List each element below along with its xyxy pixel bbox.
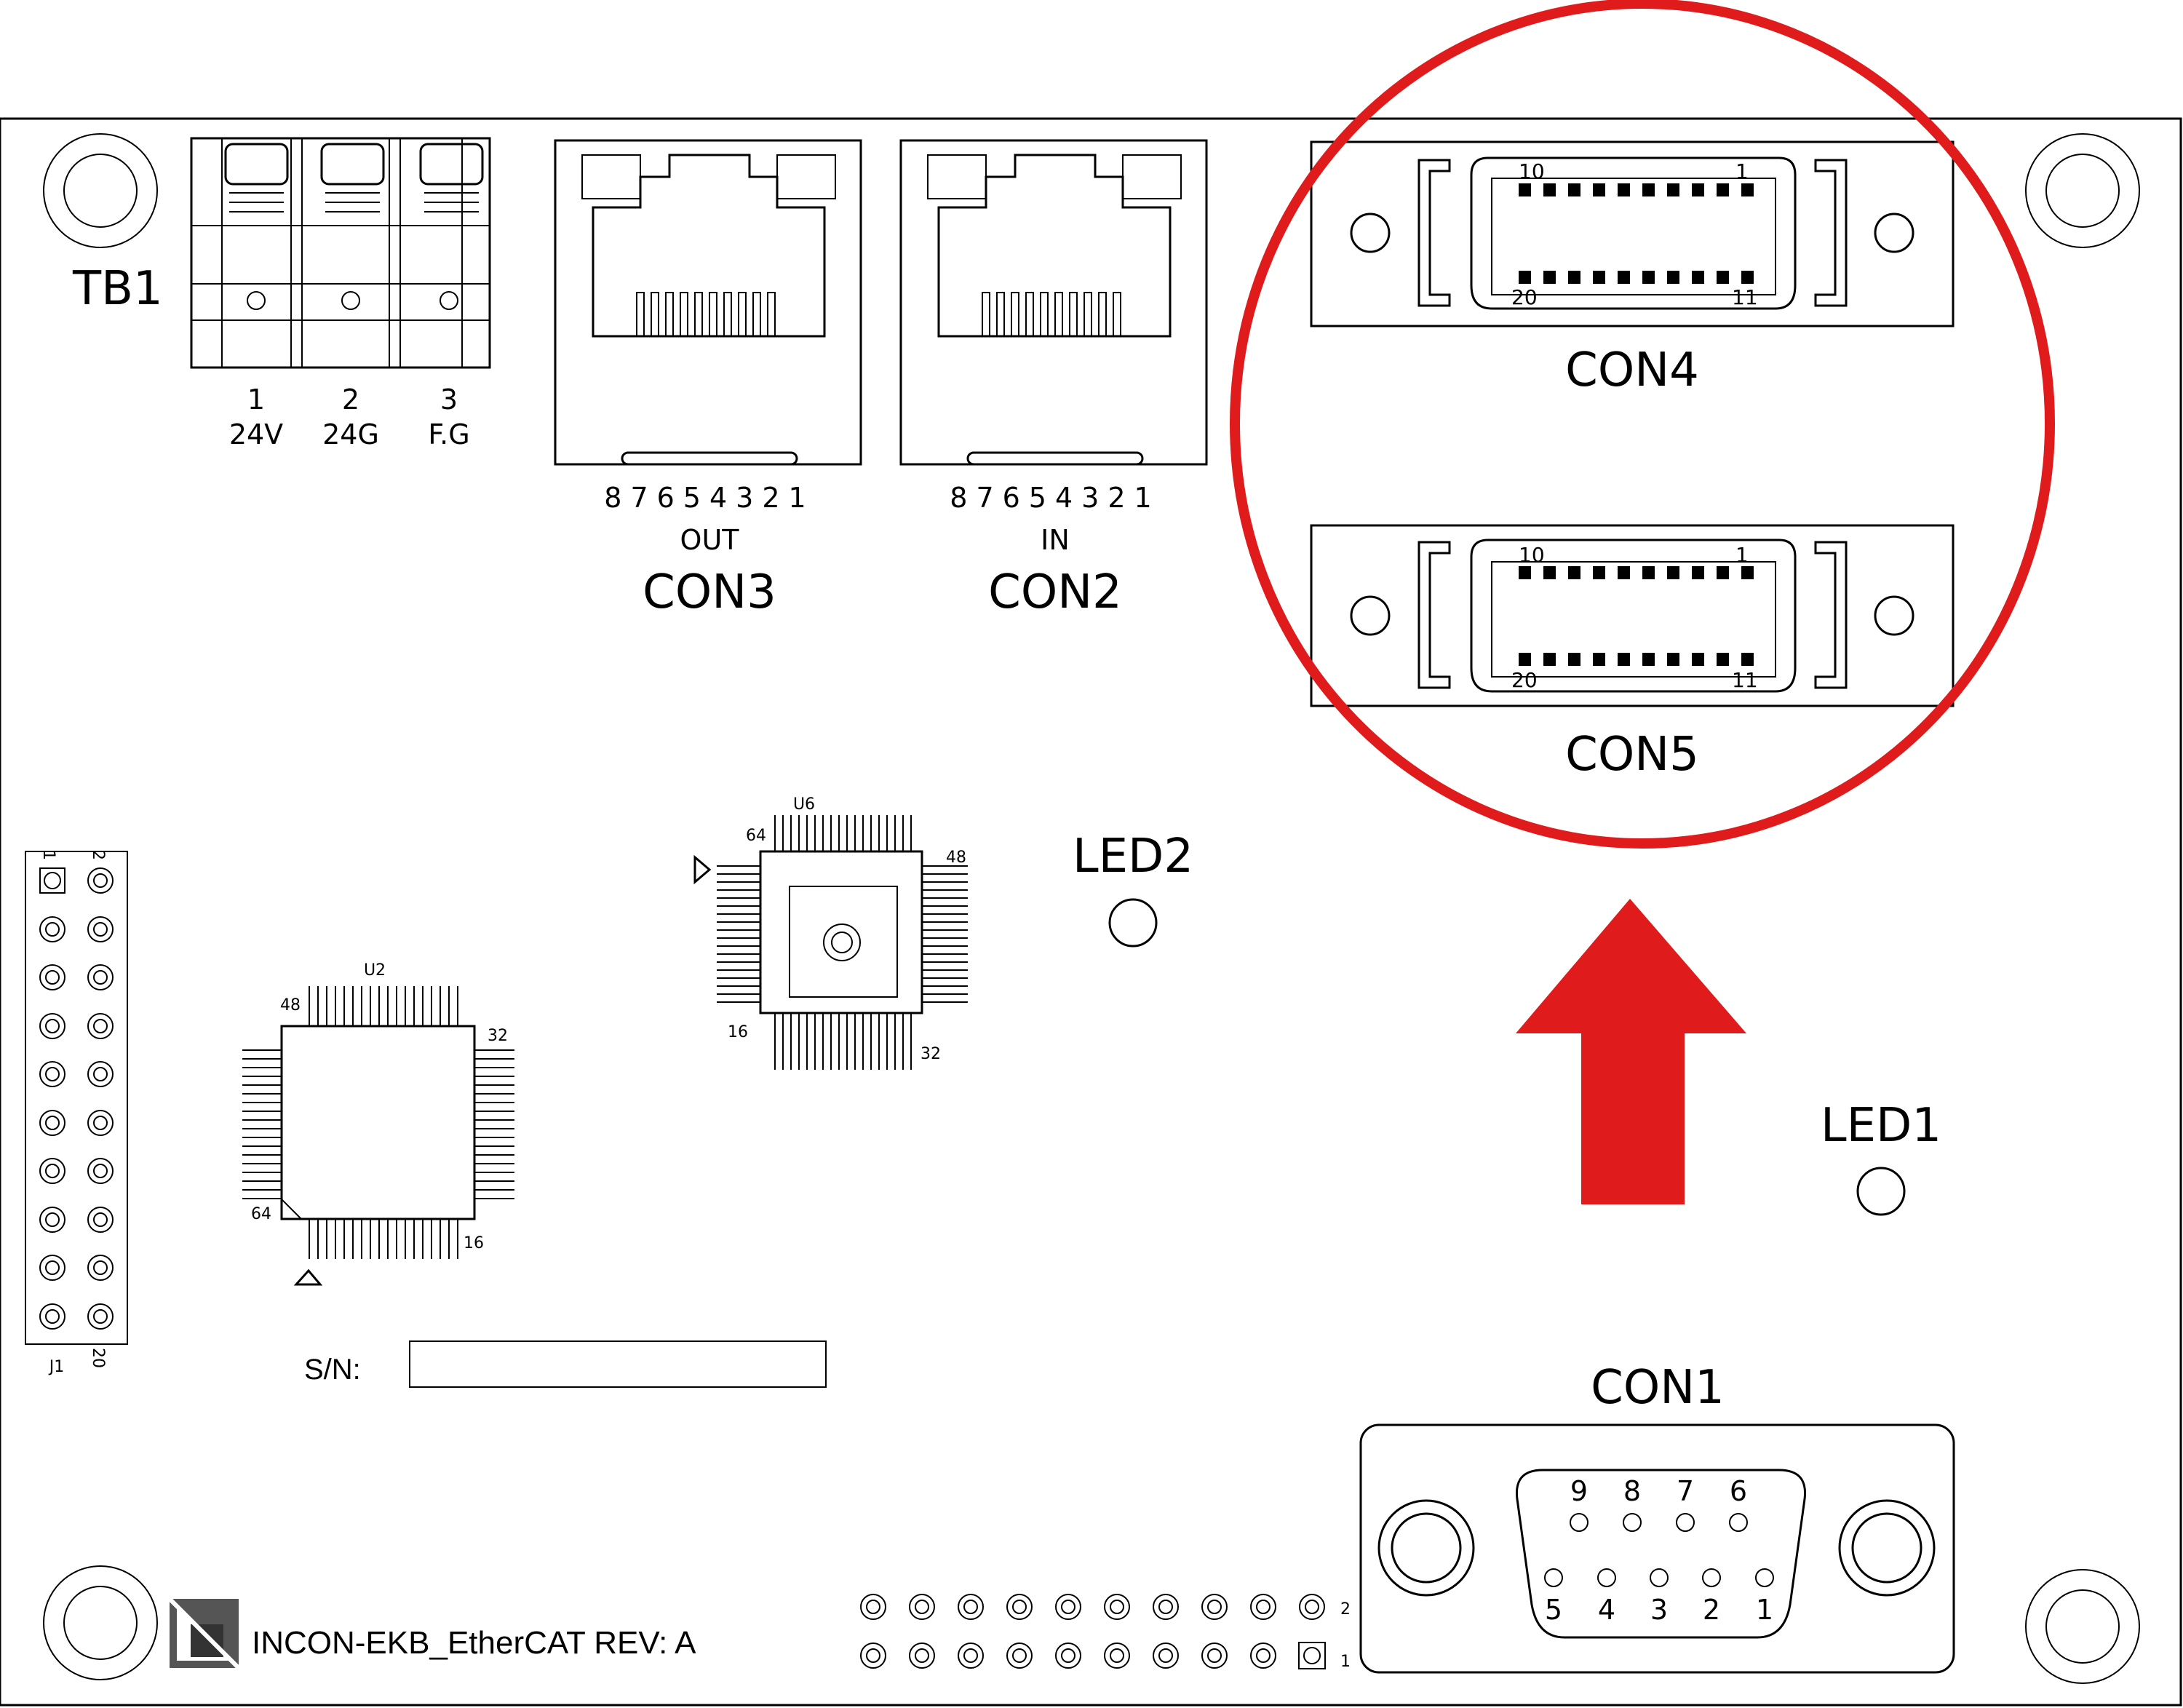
u6-pin64-label: 64 [746,827,766,845]
u2-label: U2 [364,961,386,980]
mounting-hole-bottom-left [43,1565,158,1680]
led1-indicator [1856,1167,1906,1216]
pcb-outline [0,117,2182,1707]
u6-label: U6 [793,795,815,814]
con5-pin-10-label: 10 [1519,543,1545,567]
u2-qfp-chip [242,986,514,1286]
u6-pin1-marker [693,854,712,885]
con3-label: CON3 [643,565,776,619]
tb1-pin2-label: 24G [322,418,379,450]
mounting-hole-bottom-right [2025,1569,2140,1684]
con1-pin4-label: 4 [1598,1594,1615,1626]
j1-pin1-label: 1 [39,850,57,860]
tb1-pin3-number: 3 [440,384,458,416]
con4-pin-1-label: 1 [1735,159,1749,183]
con1-pin2-label: 2 [1703,1594,1720,1626]
tb1-pin3-label: F.G [428,418,469,450]
con3-pin-numbers: 87654321 [604,482,814,514]
u2-pin48-label: 48 [280,996,301,1014]
con5-top-pin-row [1519,566,1754,579]
con5-bottom-pin-row [1519,653,1754,666]
u6-qfp-chip [693,815,968,1070]
con5-pin-1-label: 1 [1735,543,1749,567]
con4-top-pin-row [1519,183,1754,196]
bottom-header-pin2-label: 2 [1340,1600,1351,1618]
led2-indicator [1108,898,1158,948]
tb1-pin2-number: 2 [342,384,359,416]
led1-label: LED1 [1821,1099,1941,1153]
con4-pin-11-label: 11 [1732,285,1758,309]
tb1-label: TB1 [72,262,163,316]
u6-pin32-label: 32 [920,1045,941,1063]
con1-pin3-label: 3 [1650,1594,1668,1626]
j1-pin20-label: 20 [89,1348,107,1368]
serial-number-field [409,1340,827,1388]
con4-pin-10-label: 10 [1519,159,1545,183]
bottom-header-pin1-label: 1 [1340,1653,1351,1671]
con4-pin-20-label: 20 [1511,285,1538,309]
con1-pin6-label: 6 [1730,1475,1747,1507]
con5-label: CON5 [1565,728,1699,782]
con5-20pin-connector [1310,524,1955,707]
con2-pin-numbers: 87654321 [950,482,1160,514]
con4-bottom-pin-row [1519,271,1754,284]
u6-pin16-label: 16 [728,1023,748,1041]
con3-rj45-connector [554,139,862,466]
con5-pin-11-label: 11 [1732,668,1758,692]
bottom-pin-header [860,1594,1326,1669]
tb1-pin1-label: 24V [229,418,283,450]
led2-label: LED2 [1073,830,1193,883]
serial-number-label: S/N: [304,1354,361,1386]
con1-pin8-label: 8 [1623,1475,1641,1507]
u2-pin32-label: 32 [488,1027,508,1045]
con1-pin1-label: 1 [1756,1594,1773,1626]
con2-label: CON2 [988,565,1122,619]
j1-label: J1 [48,1358,65,1376]
con2-direction-label: IN [1041,524,1070,556]
tb1-terminal-block [190,137,491,369]
u6-pin48-label: 48 [946,849,966,867]
manufacturer-logo [167,1597,241,1670]
mounting-hole-top-right [2025,133,2140,248]
con1-pin5-label: 5 [1545,1594,1562,1626]
con5-pin-20-label: 20 [1511,668,1538,692]
j1-pin2-label: 2 [89,850,107,860]
con4-label: CON4 [1565,343,1699,397]
highlight-circle [1230,0,2055,849]
u2-pin64-label: 64 [251,1205,271,1223]
con1-db9-connector [1359,1423,1955,1674]
u2-pin1-marker [293,1268,323,1286]
u2-pin16-label: 16 [464,1234,484,1252]
board-title: INCON-EKB_EtherCAT REV: A [252,1625,696,1661]
mounting-hole-top-left [43,133,158,248]
con2-rj45-connector [899,139,1208,466]
con1-label: CON1 [1591,1361,1725,1415]
highlight-arrow-up-icon [1516,899,1746,1204]
con1-pin9-label: 9 [1570,1475,1588,1507]
tb1-pin1-number: 1 [247,384,265,416]
j1-pin-header [25,851,128,1345]
con3-direction-label: OUT [680,524,740,556]
con4-20pin-connector [1310,140,1955,327]
con1-pin7-label: 7 [1677,1475,1694,1507]
